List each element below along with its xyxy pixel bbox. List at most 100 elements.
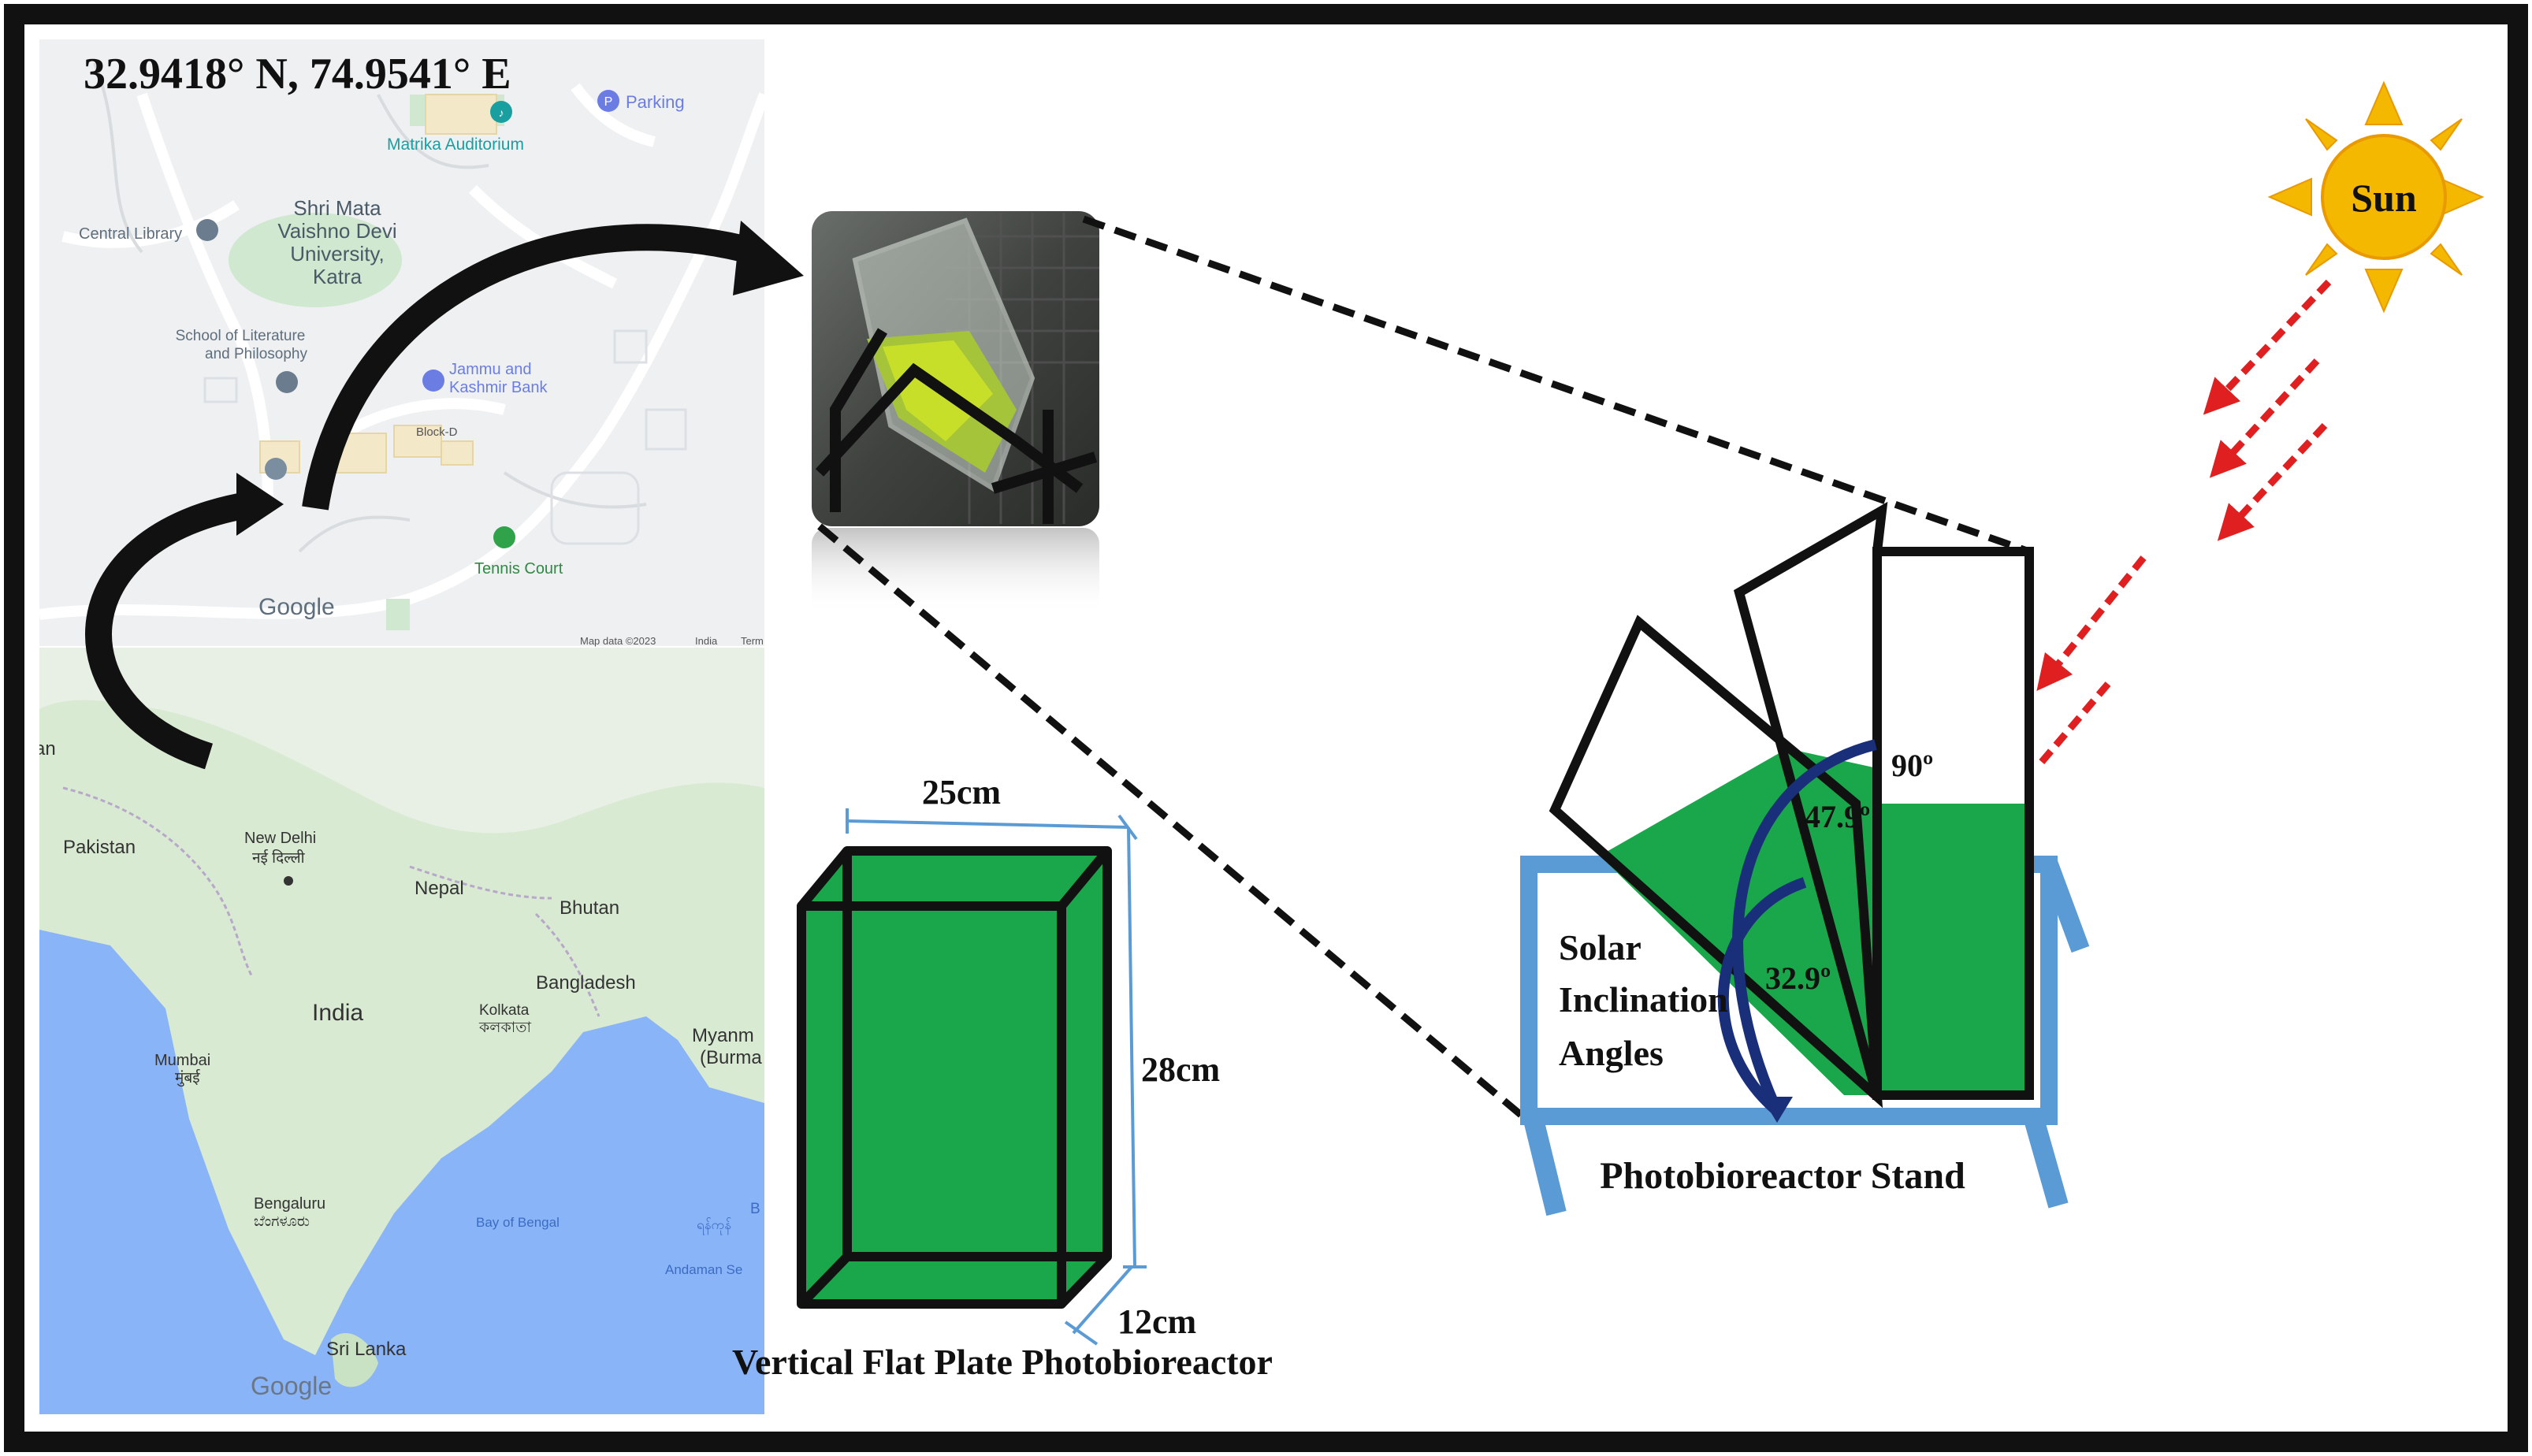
arc-47-9 [1717,877,1807,1116]
svg-text:♪: ♪ [499,106,504,119]
pakistan-label: Pakistan [63,837,136,858]
angle-90-label: 90º [1891,748,1933,783]
arc-arrowhead [1761,1097,1793,1123]
nepal-label: Nepal [415,878,464,899]
india-label: India [312,1000,363,1026]
bank-label-line1: Jammu and [449,361,532,378]
reactor-front-face [801,906,1062,1304]
svg-text:P: P [604,95,613,109]
mumbai-marathi-label: मुंबई [175,1068,201,1087]
reactor-side-face [1062,851,1107,1304]
panel-32-9 [1549,615,1883,1109]
stand-caption: Photobioreactor Stand [1600,1155,1965,1197]
india-to-campus-arrow [85,491,255,770]
reactor-caption: Vertical Flat Plate Photobioreactor [732,1342,1273,1382]
parking-pin-icon: P [597,90,619,112]
parking-label: Parking [626,92,685,112]
afghanistan-cut-label: an [35,738,56,760]
tennis-pin-icon [493,526,515,548]
library-label: Central Library [79,225,182,243]
width-label: 25cm [922,773,1001,812]
sun-icon [2267,80,2485,314]
school-label-line2: and Philosophy [205,346,307,362]
new-delhi-dot [284,876,293,886]
bengaluru-kannada-label: ಬೆಂಗಳೂರು [254,1213,310,1230]
height-dimension-line [1127,826,1136,1268]
myanmar-script-cut-label: ရန်ကုန် [697,1217,731,1235]
tennis-label: Tennis Court [474,560,563,578]
sun-ray-3 [2217,422,2328,541]
campus-to-photo-arrow [302,224,760,511]
university-label-line2: Vaishno Devi [277,219,396,243]
sun-label: Sun [2351,176,2417,220]
kolkata-label: Kolkata [479,1002,530,1019]
auditorium-pin-icon: ♪ [490,101,512,123]
school-label-line1: School of Literature [176,328,306,344]
bank-label-line2: Kashmir Bank [449,379,548,396]
mumbai-label: Mumbai [154,1052,210,1069]
new-delhi-label: New Delhi [244,830,316,847]
country-borders [62,786,600,1017]
bay-of-bengal-label: Bay of Bengal [476,1215,560,1230]
map-data-label: Map data ©2023 [580,635,656,647]
bank-pin-icon [422,370,444,392]
sun-ray-4 [2036,555,2147,692]
b-cut-label: B [750,1201,760,1217]
sri-lanka-label: Sri Lanka [326,1339,407,1360]
solar-label-line2: Inclination [1559,979,1728,1020]
campus-paths [93,62,647,553]
university-label-line3: University, [290,242,384,266]
solar-label-line1: Solar [1559,927,1642,968]
vertical-panel-water [1877,804,2029,1095]
angle-32-label: 32.9º [1765,960,1831,996]
depth-label: 12cm [1117,1302,1196,1341]
panel-90 [1872,547,2034,1100]
height-label: 28cm [1141,1050,1220,1089]
university-label-line4: Katra [313,265,363,288]
arrowhead-campus-photo [733,221,804,295]
stand-leg-left [1523,1113,1567,1216]
angle-arcs [1717,739,1877,1123]
ocean-area [39,930,764,1414]
photobioreactor-stand [1520,501,2090,1216]
himalaya-area [39,648,764,834]
library-pin-icon [196,219,218,241]
campus-buildings [259,94,497,474]
andaman-label: Andaman Se [665,1262,742,1277]
outer-frame [4,4,2528,1452]
coordinates-title: 32.9418° N, 74.9541° E [84,50,511,98]
stand-arm-right [2039,860,2090,953]
bangladesh-label: Bangladesh [536,972,636,994]
myanmar-label-line2: (Burma [700,1047,762,1068]
university-label-line1: Shri Mata [293,196,381,220]
reactor-top-face [801,851,1107,906]
school-pin-icon [276,371,298,393]
dimension-lines [846,808,1147,1346]
reactor-box [797,846,1112,1309]
width-dimension-line [846,819,1129,829]
map-india-label: India [695,635,718,647]
depth-dimension-line [1072,1265,1133,1335]
map-terms-label: Term [741,635,764,647]
block-label: Block-D [416,425,458,439]
india-google-logo: Google [251,1372,332,1400]
sri-lanka-shape [331,1332,378,1387]
sun-ray-5 [2038,682,2111,765]
new-delhi-hindi-label: नई दिल्ली [252,849,306,867]
photo-reflection [812,528,1099,615]
sun-rays [2036,279,2332,765]
location-pin-icon [265,458,287,480]
campus-outlines [203,329,687,545]
stand-leg-right [2023,1113,2069,1209]
bhutan-label: Bhutan [560,897,619,919]
arrowhead-india-campus [236,473,284,536]
campus-google-logo: Google [258,594,335,620]
zoom-lines [817,215,2031,1118]
solar-label-line3: Angles [1559,1033,1664,1073]
auditorium-label: Matrika Auditorium [387,136,524,154]
sun-ray-2 [2209,358,2320,478]
reactor-photo [812,211,1099,615]
angle-47-label: 47.9º [1805,799,1870,834]
